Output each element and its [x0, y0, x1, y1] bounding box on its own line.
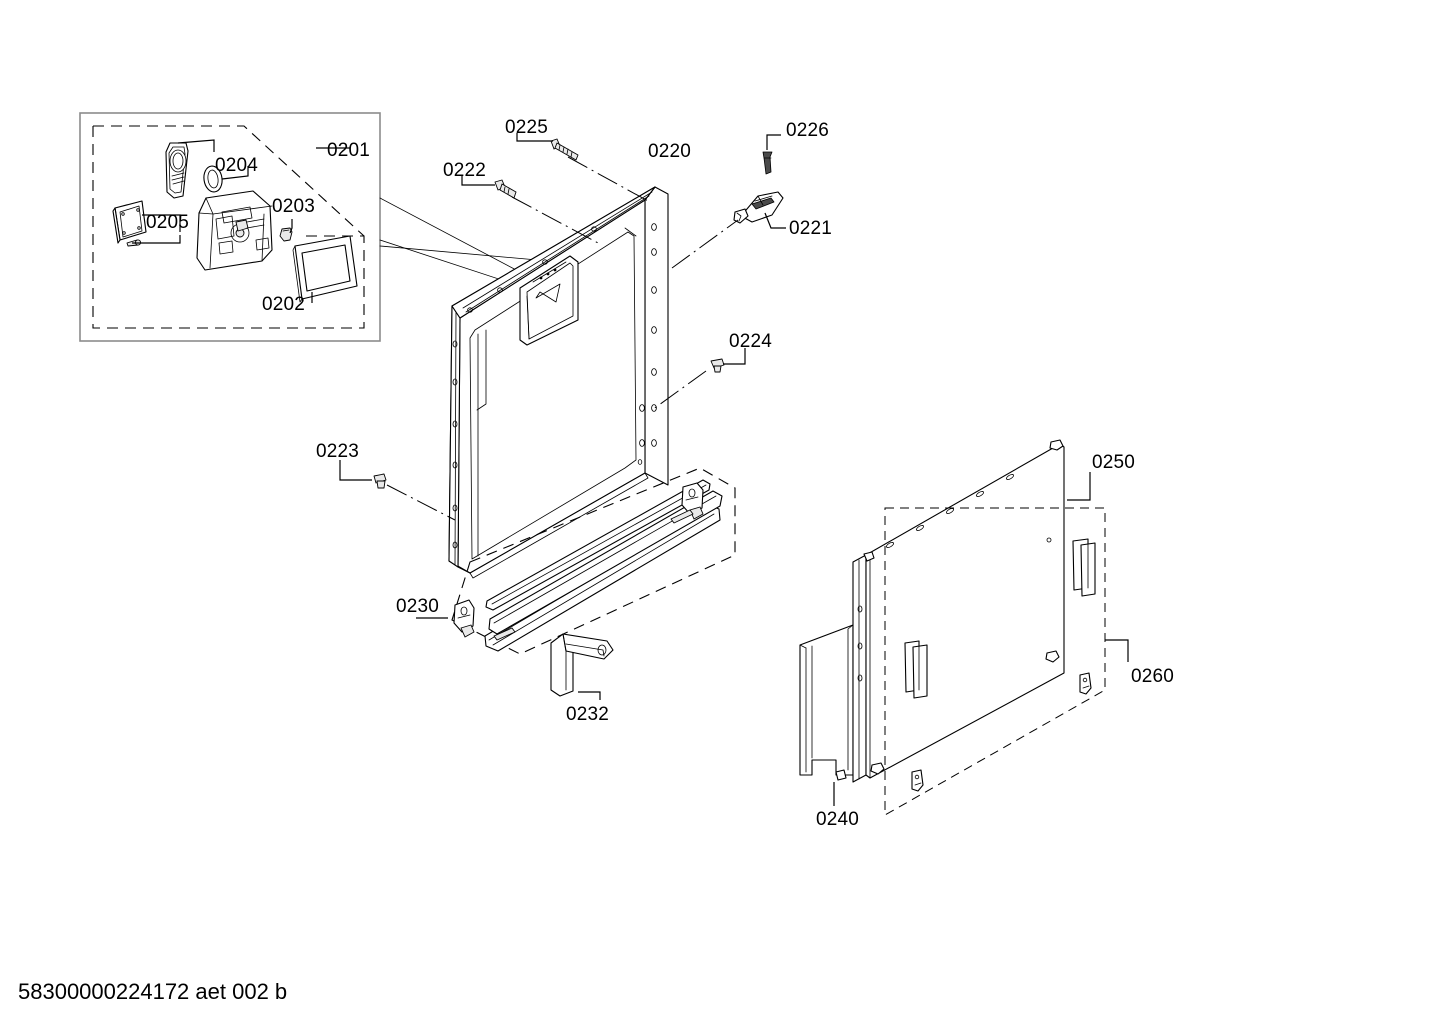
label-0202: 0202	[262, 294, 305, 315]
part-0203-knob	[279, 227, 293, 242]
mounting-clip-lower	[904, 640, 928, 699]
leader-0225	[516, 133, 553, 142]
rail-right-bracket	[681, 482, 704, 520]
axis-0223	[386, 484, 456, 521]
detergent-dispenser-opening	[519, 255, 579, 346]
part-0204-seal-ring	[165, 142, 223, 199]
rail-left-bracket	[453, 599, 475, 638]
part-0201-control-module	[196, 190, 273, 271]
label-0224: 0224	[729, 331, 772, 352]
axis-0225	[567, 156, 649, 202]
label-0230: 0230	[396, 596, 439, 617]
label-0226: 0226	[786, 120, 829, 141]
axis-0224	[651, 370, 707, 411]
label-0201: 0201	[327, 140, 370, 161]
part-0230-lower-rail-group	[451, 467, 736, 655]
part-0223-hinge-screw	[373, 473, 387, 489]
leader-0221	[764, 212, 786, 229]
leader-0260	[1105, 639, 1129, 662]
part-0226-rivet-pin	[762, 151, 773, 175]
part-0221-door-latch-handle	[733, 191, 784, 224]
part-number-labels: 0220 0221 0222 0223 0224 0225 0226 0230 …	[316, 117, 1174, 830]
detail-box-group: 0201 0204 0205 0203 0202	[79, 112, 381, 342]
outer-door-face	[865, 443, 1065, 779]
label-0225: 0225	[505, 117, 548, 138]
detail-box-dashed-outline	[92, 125, 365, 329]
detail-box-outer-frame	[79, 112, 381, 342]
detail-box-leaders	[132, 139, 350, 303]
label-0203: 0203	[272, 196, 315, 217]
leader-0222	[461, 176, 495, 186]
part-0240-side-trim-panel	[799, 624, 854, 781]
label-0250: 0250	[1092, 452, 1135, 473]
leader-0224	[723, 348, 746, 365]
axis-0222	[511, 196, 601, 245]
label-0220: 0220	[648, 141, 691, 162]
part-0224-fixing-screw	[710, 358, 725, 373]
label-0205: 0205	[146, 212, 189, 233]
part-0220-inner-door-panel	[448, 186, 669, 579]
part-0222-panel-screw	[494, 179, 517, 199]
label-0221: 0221	[789, 218, 832, 239]
part-0260-decor-mounting-kit	[884, 507, 1106, 816]
mounting-clip-upper	[1072, 538, 1096, 597]
leader-0223	[339, 460, 372, 481]
label-0240: 0240	[816, 809, 859, 830]
label-0204: 0204	[215, 155, 258, 176]
label-0232: 0232	[566, 704, 609, 725]
leader-0232	[578, 691, 601, 700]
axis-0221	[671, 219, 739, 269]
group-0260-dashed-box	[884, 507, 1106, 816]
detail-to-door-connectors	[379, 197, 561, 287]
part-0202-display-bezel	[292, 235, 358, 303]
mounting-foot-right	[1079, 672, 1092, 695]
leader-0226	[766, 134, 781, 150]
door-screw-holes	[452, 223, 657, 549]
part-0205-cover-plate	[112, 200, 147, 247]
footer-document-id: 58300000224172 aet 002 b	[18, 979, 287, 1004]
mounting-foot-left	[911, 769, 924, 792]
label-0223: 0223	[316, 441, 359, 462]
door-right-edge-flange	[644, 186, 669, 486]
part-0225-long-screw	[550, 138, 579, 161]
leader-0250	[1067, 472, 1091, 501]
group-0230-dashed-box	[451, 467, 736, 655]
part-0232-support-bracket	[550, 633, 614, 697]
label-0222: 0222	[443, 160, 486, 181]
label-0260: 0260	[1131, 666, 1174, 687]
